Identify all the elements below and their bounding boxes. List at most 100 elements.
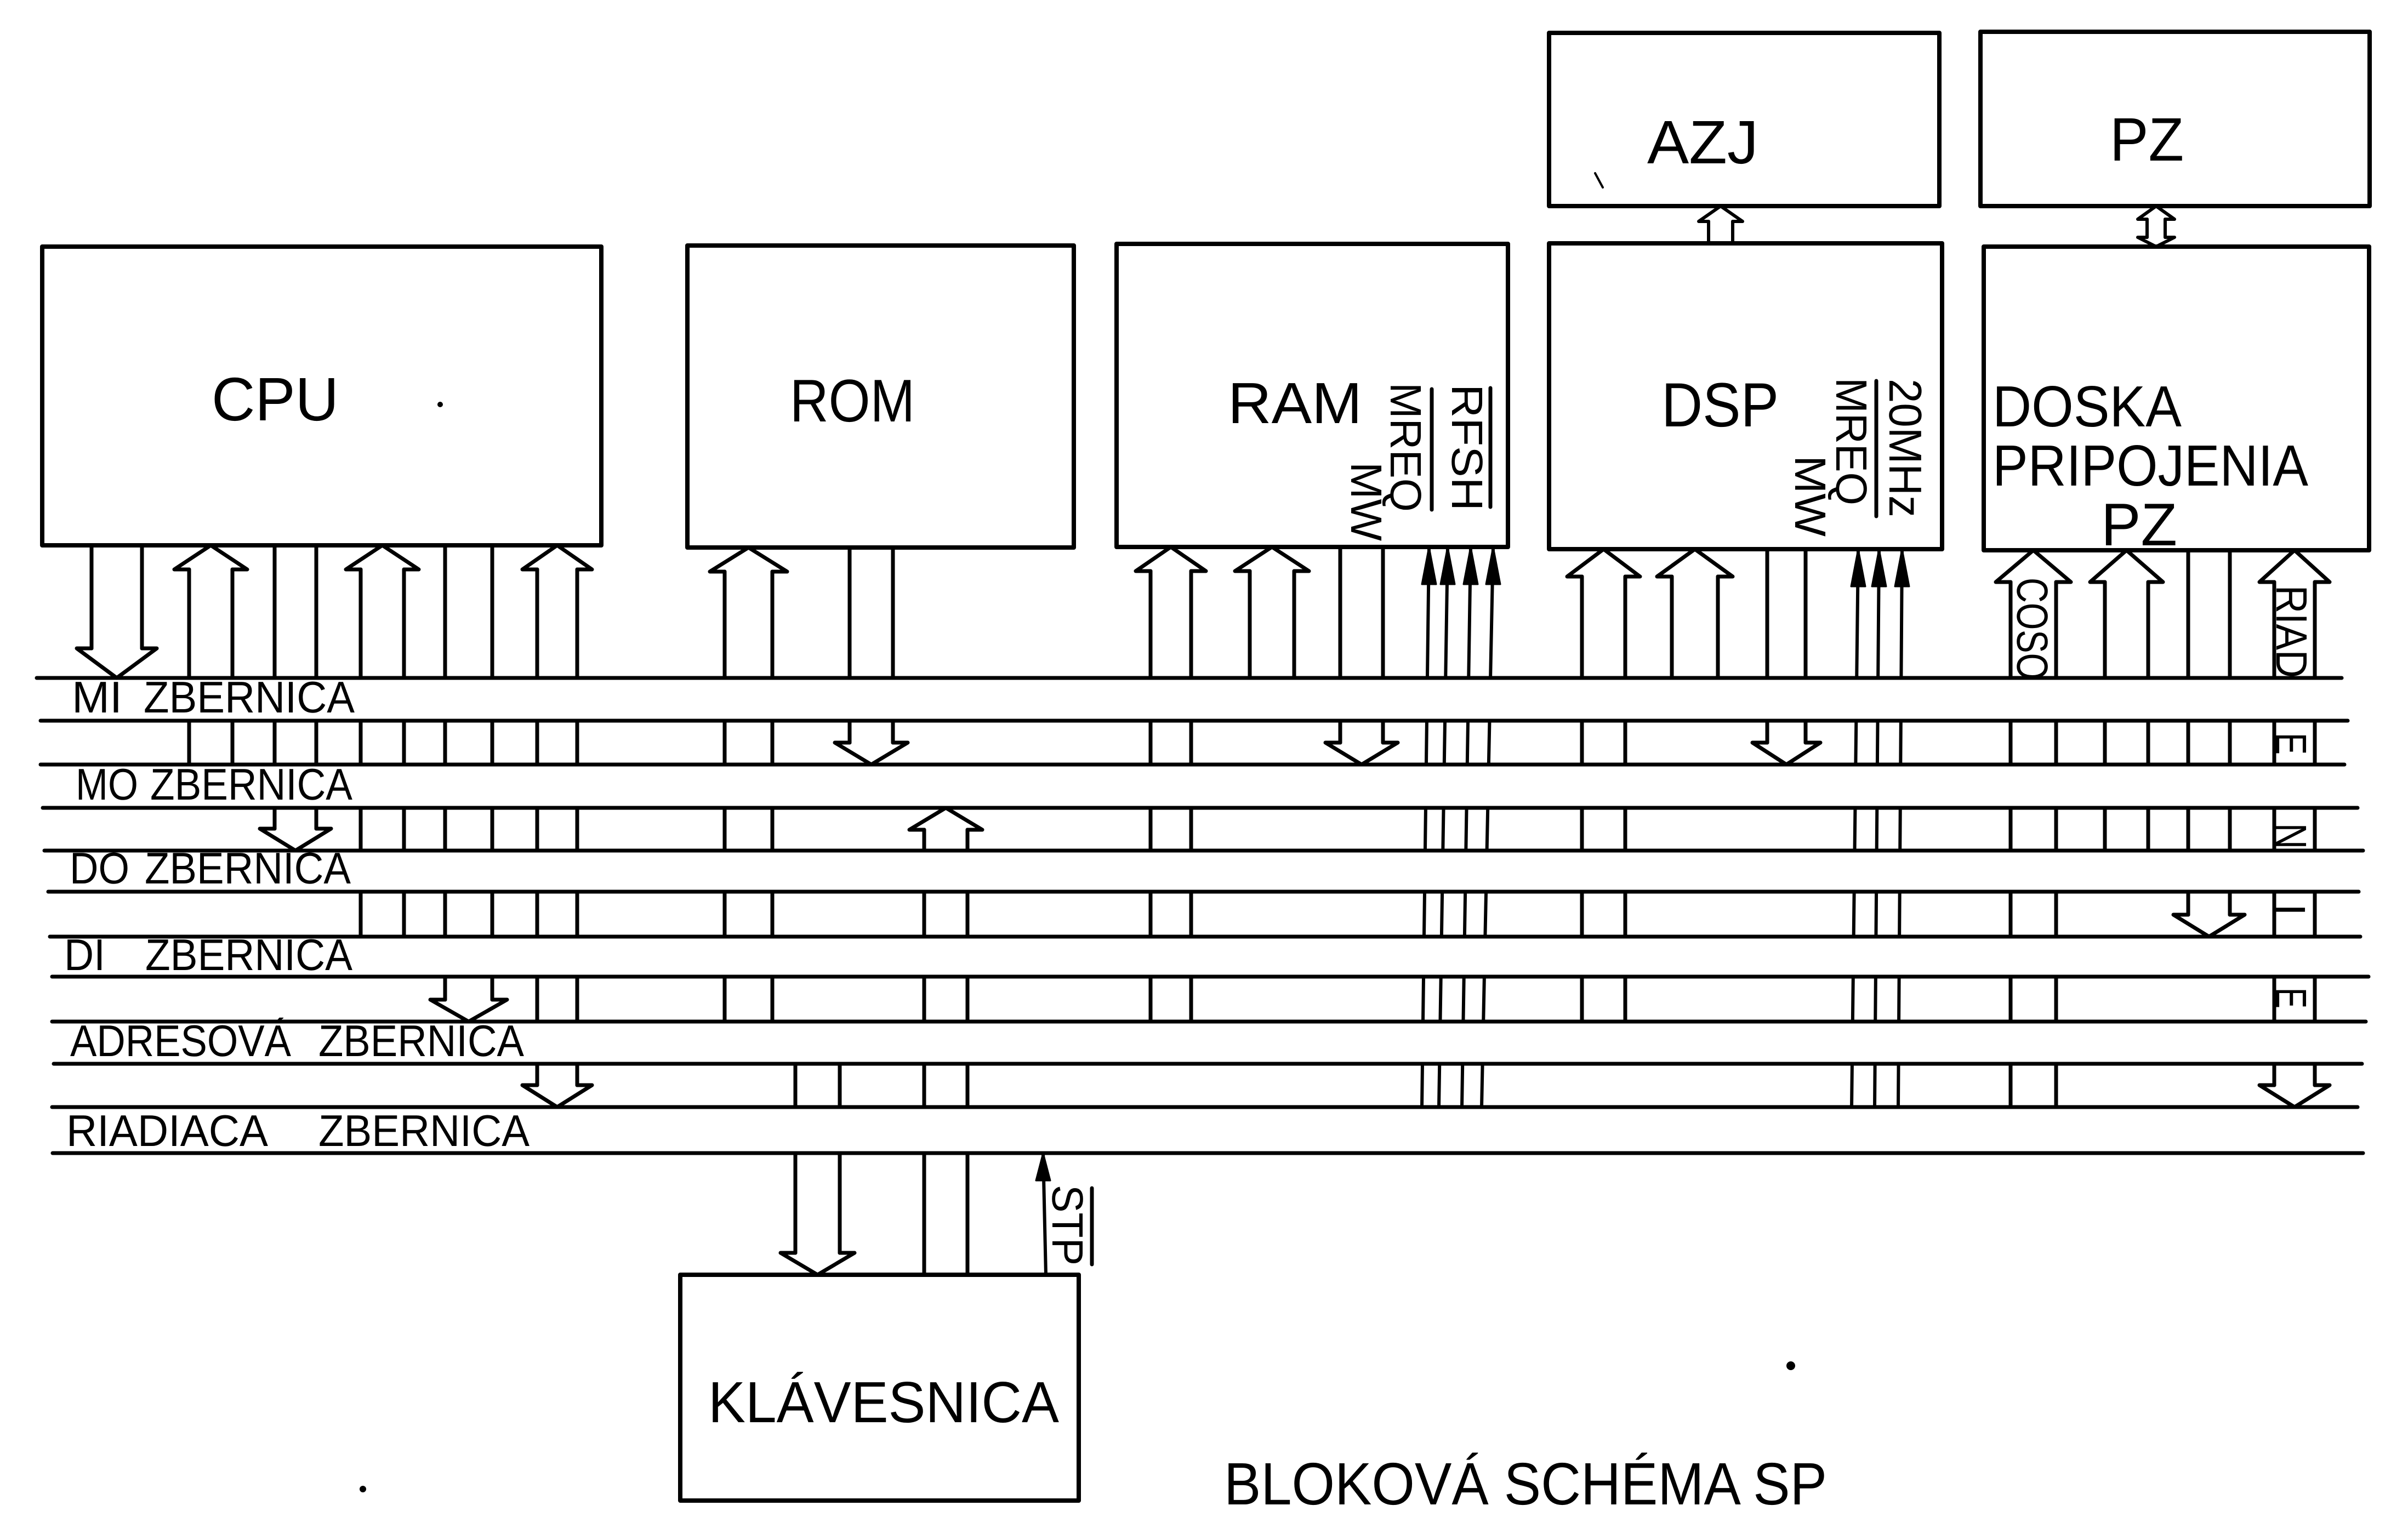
pz-label: PZ [2110, 105, 2184, 174]
connection-ram-riad [1420, 545, 1501, 1109]
doska-box [1982, 244, 2371, 552]
bus-di: DI ZBERNICA [48, 931, 2371, 980]
connection-cpu-do [258, 543, 333, 853]
connection-cpu-mi [75, 543, 159, 680]
bus-do: DO ZBERNICA [42, 844, 2365, 894]
doska-do-arrowhead-up [2088, 548, 2165, 584]
connection-rom-mo [833, 545, 910, 767]
link-doska-pz [2136, 204, 2176, 248]
ram-mi-arrowhead-up [1233, 545, 1311, 573]
ram-signal-mreq-label: MREQ [1381, 383, 1430, 512]
bus-di-label-word: ZBERNICA [145, 931, 352, 980]
pz-box [1978, 30, 2372, 208]
ram-riad-arrowhead-up [1462, 546, 1479, 585]
riadenie-label-part-4: I [2265, 904, 2314, 916]
ram-riad-arrowhead-up [1439, 546, 1456, 585]
cpu-riad-arrowhead-down [520, 1083, 594, 1109]
dsp-adr-arrowhead-up [1565, 547, 1642, 579]
unit-ram: RAM MW MREQ RFSH [1114, 242, 1510, 549]
ram-box [1114, 242, 1510, 549]
rom-adr-arrowhead-up [708, 545, 789, 574]
buses: MI ZBERNICA MO ZBERNICA DO ZBERNICA DI Z… [35, 673, 2371, 1156]
doska-pz-arrowhead-up [2136, 204, 2176, 221]
cpu-do-arrowhead-down [258, 826, 333, 853]
bus-adr-label-name: ADRESOVÁ [70, 1017, 291, 1066]
ram-signal-mw-label: MW [1342, 462, 1391, 541]
connection-klavesnica-adr [778, 1062, 857, 1277]
cpu-adr-arrowhead-down [428, 997, 509, 1024]
dsp-riad-signal-wire [1899, 719, 1903, 766]
bus-riad-label-word: ZBERNICA [318, 1107, 530, 1156]
ram-riad-arrowhead-up [1421, 546, 1437, 585]
riadenie-label-part-2: E [2267, 733, 2315, 755]
diagram-title: BLOKOVÁ SCHÉMA SP [1224, 1451, 1827, 1518]
dsp-riad-arrowhead-up [1894, 548, 1910, 588]
doska-label-line-2: PRIPOJENIA [1993, 434, 2308, 498]
connection-dsp-riad [1850, 548, 1910, 1109]
azj-label: AZJ [1647, 108, 1758, 176]
doska-label-line-1: DOSKA [1993, 374, 2182, 439]
dsp-riad-arrowhead-up [1850, 548, 1866, 588]
dsp-mo-arrowhead-down [1750, 740, 1823, 767]
connection-doska-do [2088, 548, 2165, 853]
dsp-label: DSP [1661, 370, 1779, 440]
cpu-mi-arrowhead-down [75, 646, 159, 680]
rom-box [685, 243, 1076, 550]
bus-mo-label-name: MO [76, 760, 138, 809]
dsp-signal-mreq-label: MREQ [1827, 378, 1876, 505]
dsp-mi-arrowhead-up [1655, 547, 1735, 579]
dsp-riad-arrowhead-up [1871, 548, 1887, 588]
ram-riad-signal-wire [1424, 719, 1428, 766]
ram-riad-signal-wire [1438, 975, 1443, 1023]
ram-riad-signal-wire [1461, 975, 1466, 1023]
rom-mo-arrowhead-down [833, 740, 910, 767]
cpu-label: CPU [212, 365, 339, 434]
doska-riadenie-arrowhead-down [2257, 1083, 2332, 1109]
ram-riad-signal-wire [1465, 719, 1470, 766]
riadenie-label-part-3: N [2267, 823, 2315, 849]
connection-doska-coso [1994, 548, 2073, 1109]
connection-cpu-di [344, 543, 421, 939]
bus-mi-label-word: ZBERNICA [144, 673, 355, 722]
dsp-riad-signal-wire [1898, 890, 1902, 938]
bus-mi-label-name: MI [72, 673, 122, 722]
connection-klavesnica-stp [1035, 1151, 1051, 1276]
bus-adr: ADRESOVÁ ZBERNICA [50, 1017, 2368, 1066]
connection-ram-mo [1323, 545, 1400, 767]
klavesnica-stp-arrowhead-up [1035, 1152, 1051, 1182]
scan-mark [1594, 172, 1604, 189]
riadenie-label-part-1: RIAD [2267, 585, 2316, 678]
ram-riad-signal-wire [1421, 975, 1426, 1023]
ram-riad-signal-wire [1482, 975, 1486, 1023]
bus-di-label-name: DI [64, 931, 105, 980]
ram-mo-arrowhead-down [1323, 740, 1400, 767]
doska-di-arrowhead-down [2171, 913, 2247, 939]
connection-cpu-mo [172, 543, 249, 767]
dsp-signal-clock-label: 20MHz [1880, 379, 1931, 517]
connection-dsp-adr [1565, 547, 1642, 1024]
dsp-azj-arrowhead-up [1697, 204, 1744, 223]
connection-labels: COSO RIAD E N I E STP [1043, 578, 2316, 1267]
connection-cpu-riad [520, 543, 594, 1109]
coso-label: COSO [2008, 578, 2057, 680]
cpu-di-arrowhead-up [344, 543, 421, 572]
doska-coso-arrowhead-up [1994, 548, 2073, 584]
bus-riad: RIADIACA ZBERNICA [50, 1105, 2365, 1156]
scan-dot [1786, 1361, 1795, 1370]
dsp-riad-signal-wire [1897, 1062, 1900, 1109]
units: CPU ROM RAM MW MREQ RFSH DSP MW MREQ 20M… [40, 30, 2372, 1503]
unit-azj: AZJ [1547, 31, 1942, 208]
connection-ram-adr [1134, 545, 1208, 1024]
ram-adr-arrowhead-up [1134, 545, 1208, 573]
ram-riad-signal-wire [1485, 806, 1490, 852]
dsp-signal-mw-label: MW [1786, 455, 1835, 537]
connection-cpu-adr [428, 543, 509, 1024]
connection-klavesnica-mo [907, 806, 984, 1277]
rom-label: ROM [790, 367, 915, 435]
link-dsp-azj [1697, 204, 1744, 245]
unit-klavesnica: KLÁVESNICA [678, 1273, 1081, 1503]
unit-dsp: DSP MW MREQ 20MHz [1547, 241, 1944, 551]
connection-doska-riadenie [2257, 548, 2332, 1109]
